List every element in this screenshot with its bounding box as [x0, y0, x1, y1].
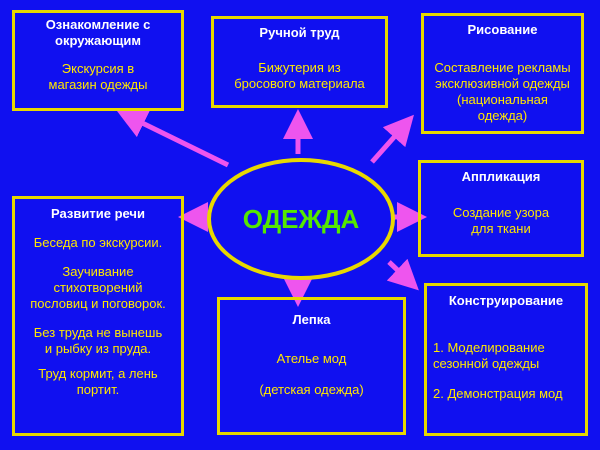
- box-handwork: Ручной труд Бижутерия из бросового матер…: [211, 16, 388, 108]
- box-modeling-line: (детская одежда): [259, 382, 364, 397]
- box-construction: Конструирование 1. Моделирование сезонно…: [424, 283, 588, 436]
- box-familiarization-title: Ознакомление с окружающим: [45, 17, 151, 48]
- box-application-title: Аппликация: [461, 169, 541, 184]
- box-handwork-line: Бижутерия из: [258, 60, 341, 75]
- box-speech-line: Труд кормит, а лень: [38, 366, 158, 381]
- box-drawing-line: (национальная: [457, 92, 548, 107]
- center-title: ОДЕЖДА: [242, 204, 360, 234]
- box-speech-line: и рыбку из пруда.: [44, 341, 152, 356]
- box-application-line: Создание узора: [452, 205, 550, 220]
- center-oval: ОДЕЖДА: [207, 158, 395, 280]
- box-speech-line: Заучивание: [62, 264, 134, 279]
- arrow-to-familiarization: [116, 110, 230, 168]
- box-familiarization-line: Экскурсия в: [61, 61, 135, 76]
- box-speech-title: Развитие речи: [51, 206, 145, 221]
- box-construction-line: сезонной одежды: [433, 356, 540, 371]
- box-speech-line: Без труда не вынешь: [33, 325, 163, 340]
- box-construction-title: Конструирование: [448, 293, 564, 308]
- box-drawing-line: эксклюзивной одежды: [435, 76, 570, 91]
- box-drawing-title: Рисование: [467, 22, 538, 37]
- box-application-line: для ткани: [471, 221, 531, 236]
- box-speech-line: стихотворений: [53, 280, 143, 295]
- box-modeling: Лепка Ателье мод (детская одежда): [217, 297, 406, 435]
- box-speech: Развитие речи Беседа по экскурсии. Заучи…: [12, 196, 184, 436]
- box-construction-line: 1. Моделирование: [433, 340, 545, 355]
- box-drawing-line: одежда): [477, 108, 528, 123]
- box-familiarization: Ознакомление с окружающим Экскурсия в ма…: [12, 10, 184, 111]
- box-application: Аппликация Создание узора для ткани: [418, 160, 584, 257]
- box-modeling-line: Ателье мод: [276, 351, 347, 366]
- box-drawing-line: Составление рекламы: [434, 60, 571, 75]
- box-handwork-line: бросового материала: [234, 76, 365, 91]
- box-drawing: Рисование Составление рекламы эксклюзивн…: [421, 13, 584, 134]
- arrow-to-drawing: [370, 114, 414, 164]
- box-speech-line: портит.: [76, 382, 120, 397]
- box-modeling-title: Лепка: [292, 312, 331, 327]
- arrow-to-construction: [386, 258, 419, 291]
- box-handwork-title: Ручной труд: [259, 25, 340, 40]
- box-familiarization-line: магазин одежды: [48, 77, 148, 92]
- box-construction-line: 2. Демонстрация мод: [433, 386, 563, 401]
- box-speech-line: Беседа по экскурсии.: [33, 235, 163, 250]
- box-speech-line: пословиц и поговорок.: [30, 296, 166, 311]
